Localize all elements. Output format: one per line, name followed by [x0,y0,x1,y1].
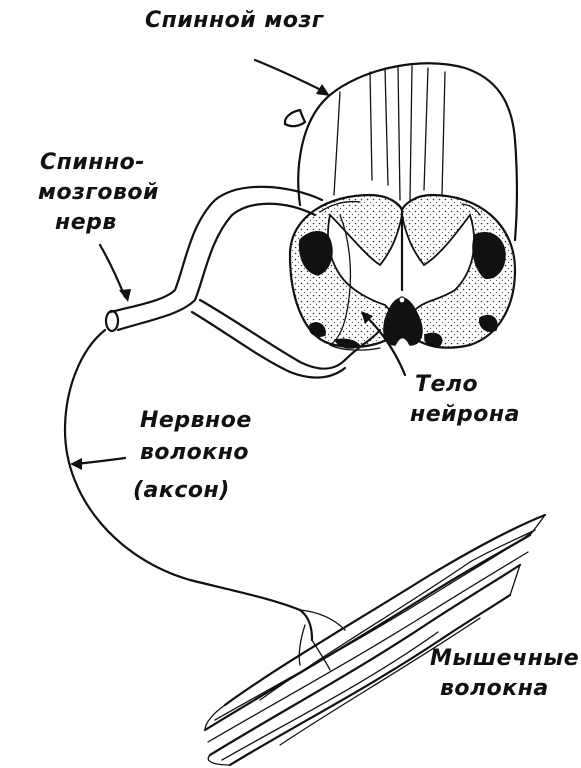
label-neuron-body-line2: нейрона [410,402,520,428]
spinal-cord-arrowhead [316,84,330,96]
label-nerve-fiber-line2: волокно [140,440,249,466]
label-nerve-fiber-line3: (аксон) [133,478,230,504]
spinal-nerve-arrowhead [119,289,131,302]
spinal-nerve-pointer [100,245,125,297]
label-spinal-cord: Спинной мозг [145,8,324,34]
label-muscle-fibers-line2: волокна [440,676,549,702]
muscle-fibers [205,515,545,765]
label-neuron-body-line1: Тело [415,372,478,398]
nerve-fiber-pointer [75,458,125,464]
label-muscle-fibers-line1: Мышечные [430,646,579,672]
label-spinal-nerve-line1: Спинно- [40,150,145,176]
label-spinal-nerve-line3: нерв [55,210,117,236]
spinal-cord-pointer [255,60,325,92]
spinal-cord-cross-section [290,195,515,348]
label-nerve-fiber-line1: Нервное [140,408,252,434]
label-spinal-nerve-line2: мозговой [38,180,159,206]
nerve-fiber-arrowhead [70,458,82,470]
